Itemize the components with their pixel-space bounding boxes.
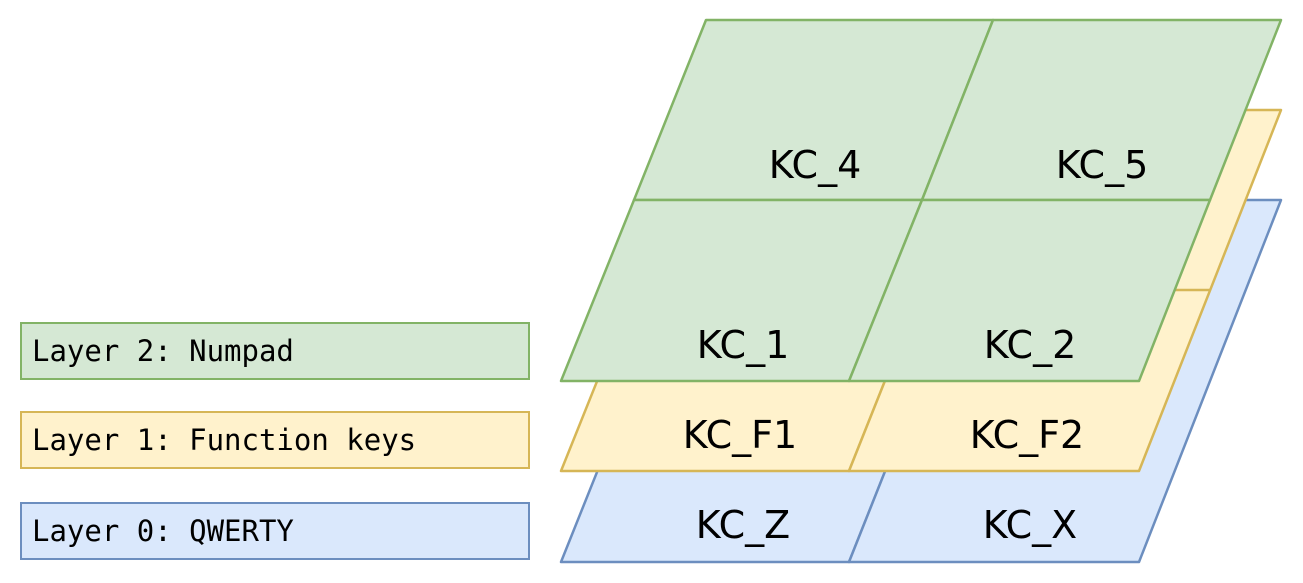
key-label-kc-5: KC_5 xyxy=(1056,143,1149,187)
key-label-kc-z: KC_Z xyxy=(696,503,790,547)
legend-layer-1: Layer 1: Function keys xyxy=(20,411,530,469)
key-label-kc-x: KC_X xyxy=(983,503,1077,547)
legend-layer-0: Layer 0: QWERTY xyxy=(20,502,530,560)
key-label-kc-4: KC_4 xyxy=(769,143,862,187)
layer-2-plane: KC_4 KC_5 KC_1 KC_2 xyxy=(559,18,1283,383)
legend-layer-2: Layer 2: Numpad xyxy=(20,322,530,380)
legend-layer-0-label: Layer 0: QWERTY xyxy=(32,514,294,548)
key-label-kc-f1: KC_F1 xyxy=(683,413,797,457)
key-label-kc-1: KC_1 xyxy=(697,323,790,367)
key-label-kc-2: KC_2 xyxy=(984,323,1077,367)
layer-2-key-bottom-right xyxy=(847,198,1212,383)
key-label-kc-f2: KC_F2 xyxy=(970,413,1084,457)
legend-layer-1-label: Layer 1: Function keys xyxy=(32,423,417,457)
legend-layer-2-label: Layer 2: Numpad xyxy=(32,334,294,368)
